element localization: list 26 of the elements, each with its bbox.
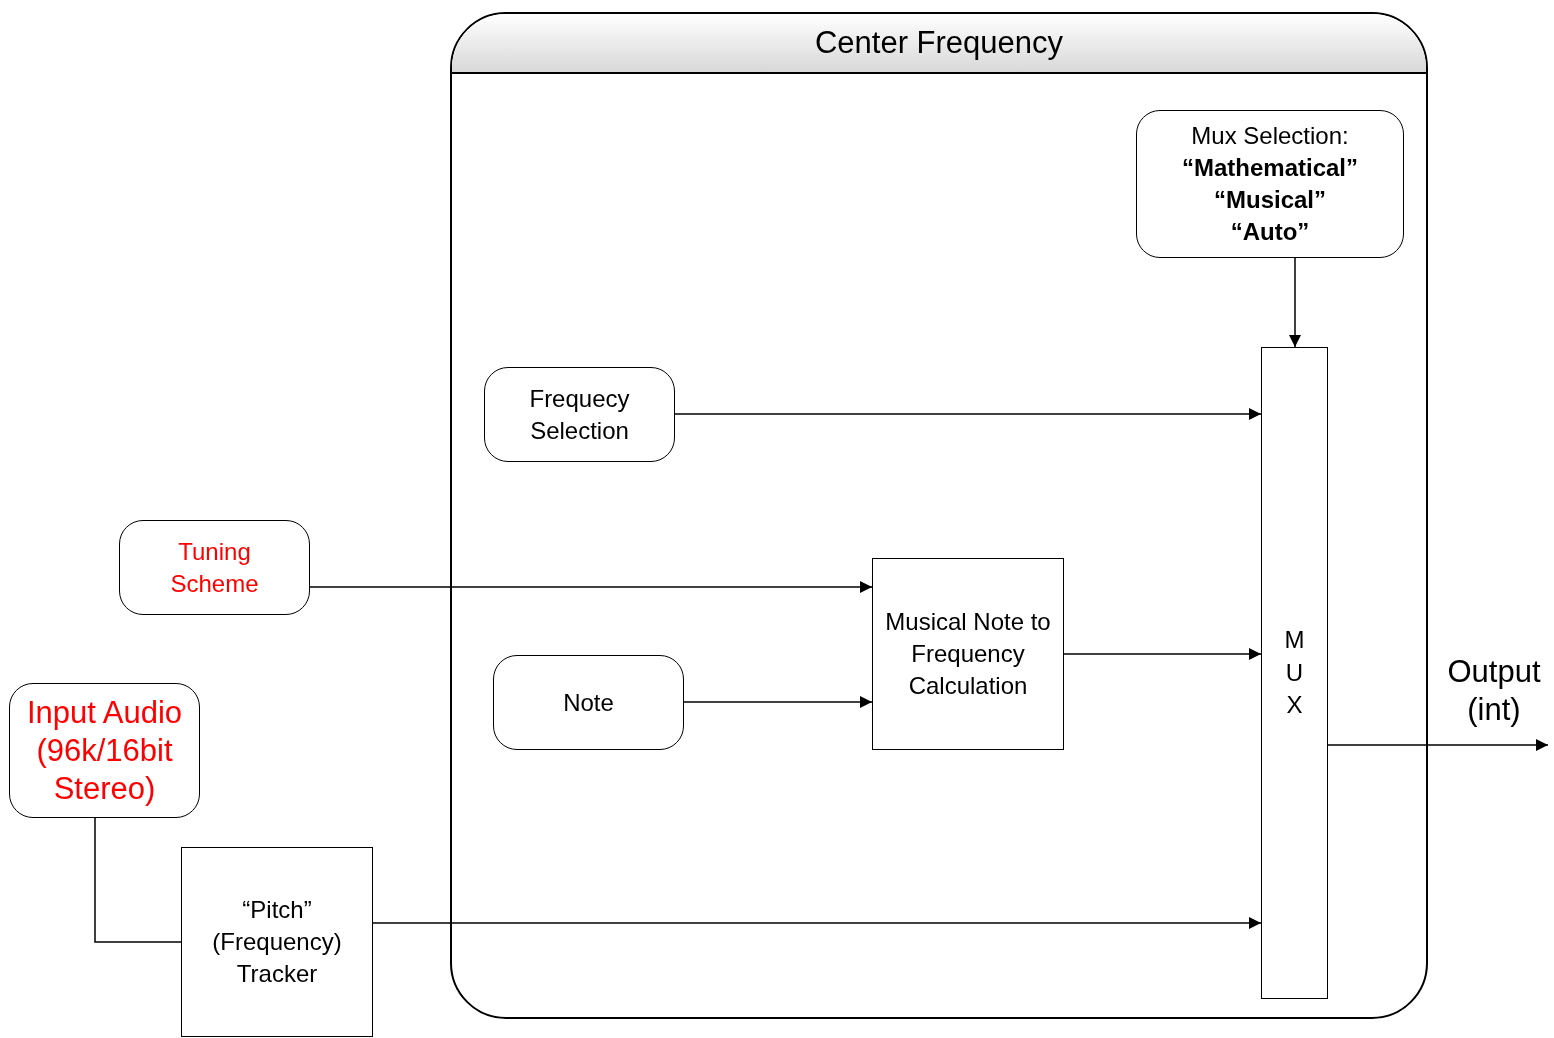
rounded-box [119, 520, 310, 615]
group-container [450, 12, 1428, 1019]
node-label: Input Audio (96k/16bit Stereo) [25, 693, 184, 808]
multiplexer-block [1261, 347, 1328, 999]
arrow [1327, 739, 1549, 751]
block-label: MUX [1283, 625, 1306, 721]
arrow [372, 917, 1262, 929]
node-label: Note [562, 687, 615, 718]
rounded-box [9, 683, 200, 818]
node-label: Tuning Scheme [169, 536, 260, 599]
rounded-box [493, 655, 684, 750]
arrow [1289, 257, 1301, 348]
process-box [872, 558, 1064, 750]
arrow [683, 696, 873, 708]
node-label: “Pitch” (Frequency) Tracker [211, 895, 343, 989]
rounded-box [484, 367, 675, 462]
group-title: Center Frequency [814, 25, 1064, 61]
process-box [181, 847, 373, 1037]
node-label: Musical Note to Frequency Calculation [884, 607, 1052, 701]
node-label: “Mathematical” “Musical” “Auto” [1180, 153, 1360, 247]
node-label: Frequecy Selection [528, 383, 631, 446]
node-label: Mux Selection: [1190, 121, 1350, 151]
arrow [674, 408, 1262, 420]
rounded-box [1136, 110, 1404, 258]
arrow [1063, 648, 1262, 660]
arrow [309, 581, 873, 593]
